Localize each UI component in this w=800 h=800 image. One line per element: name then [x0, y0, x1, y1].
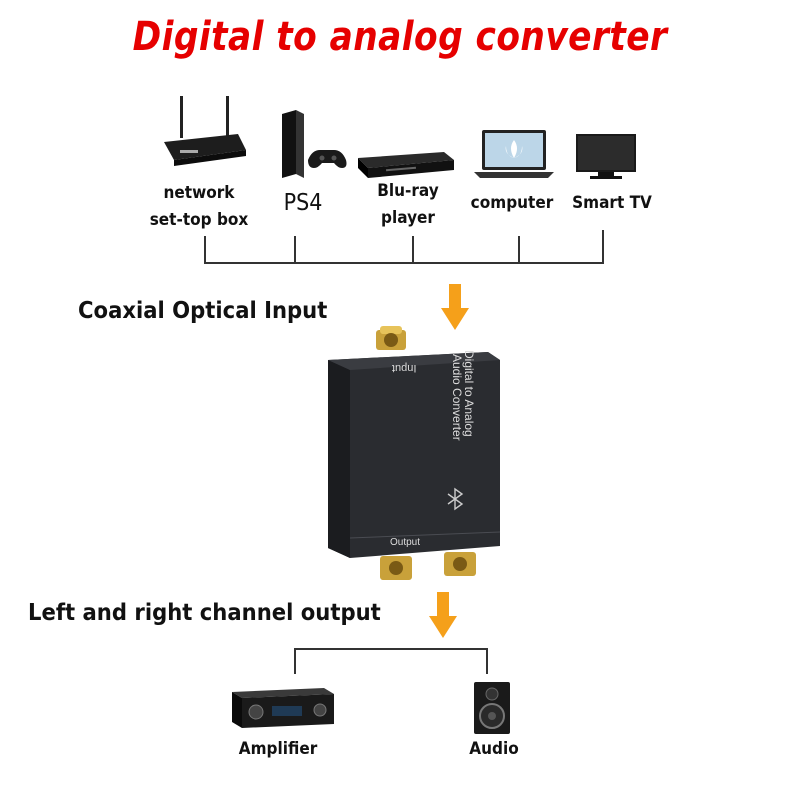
input-label-ps4: PS4	[283, 190, 323, 216]
output-label-audio: Audio	[469, 739, 519, 759]
amplifier-icon	[232, 688, 334, 728]
connector-line	[412, 236, 414, 264]
input-section-label: Coaxial Optical Input	[78, 298, 328, 324]
down-arrow-icon	[441, 284, 469, 330]
converter-device	[328, 326, 501, 580]
input-label-computer: computer	[470, 193, 554, 213]
input-label-line: set-top box	[149, 210, 249, 230]
device-name-line1: Digital to Analog	[462, 350, 476, 437]
connector-line	[204, 236, 206, 264]
connector-bus-line	[294, 648, 488, 650]
speaker-icon	[474, 682, 510, 734]
bluray-player-icon	[358, 152, 454, 178]
input-label-line: player	[381, 208, 435, 228]
connector-line	[518, 236, 520, 264]
device-input-label: Input	[392, 362, 417, 374]
device-output-label: Output	[390, 537, 421, 548]
input-label-smart-tv: Smart TV	[572, 193, 652, 213]
connector-line	[294, 648, 296, 674]
connector-line	[486, 648, 488, 674]
input-label-line: Blu-ray	[377, 181, 439, 201]
device-name-line2: Audio Converter	[450, 354, 464, 441]
tv-icon	[576, 134, 636, 179]
connector-line	[602, 230, 604, 264]
input-label-set-top-box: network set-top box	[150, 180, 249, 234]
connector-bus-line	[204, 262, 604, 264]
down-arrow-icon	[429, 592, 457, 638]
connector-line	[294, 236, 296, 264]
page-title: Digital to analog converter	[132, 14, 668, 60]
router-icon	[164, 96, 246, 166]
output-section-label: Left and right channel output	[28, 600, 381, 626]
input-label-line: network	[163, 183, 235, 203]
output-label-amplifier: Amplifier	[238, 739, 318, 759]
input-label-bluray: Blu-ray player	[365, 178, 451, 232]
laptop-icon	[474, 130, 554, 178]
ps4-icon	[282, 110, 347, 178]
